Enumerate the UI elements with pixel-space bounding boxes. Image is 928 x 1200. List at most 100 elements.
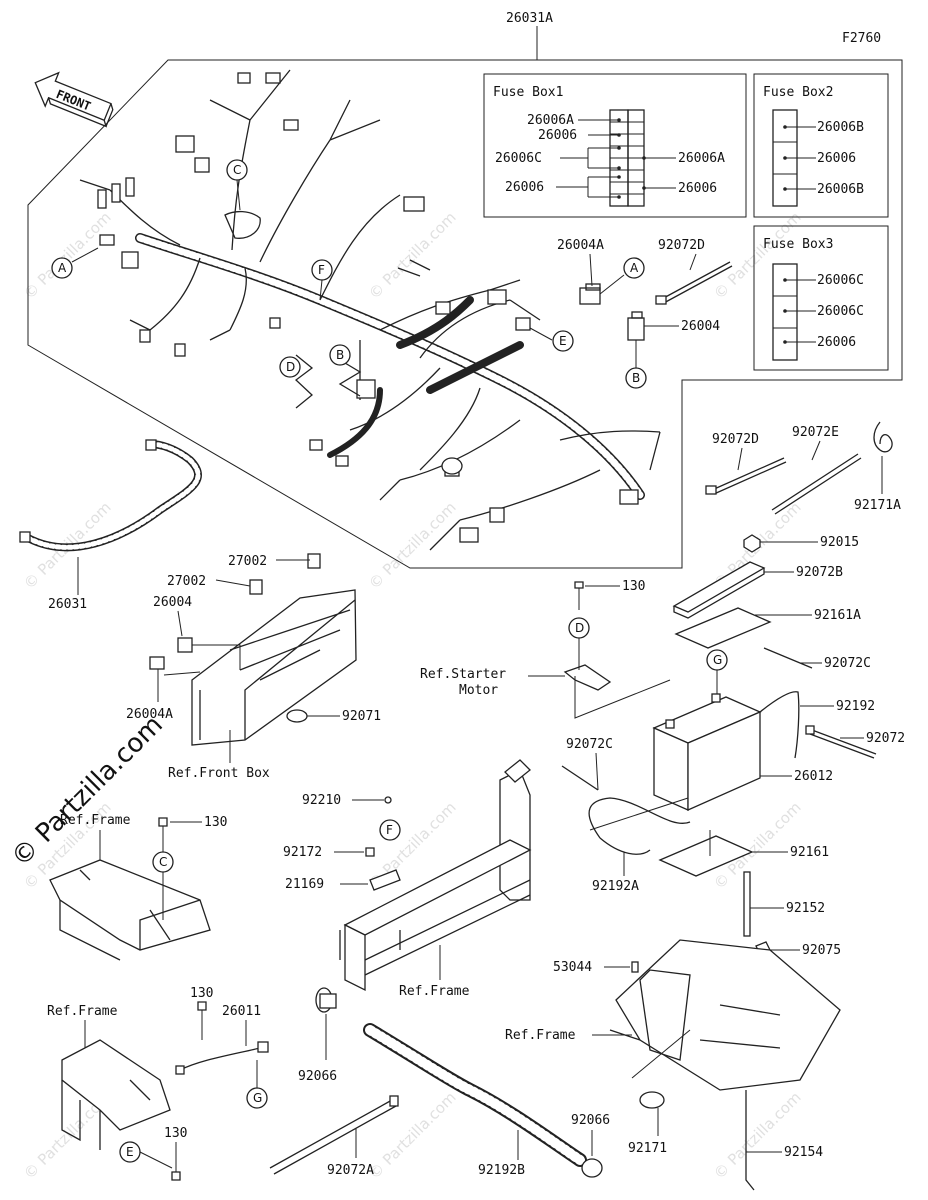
starter-ref: Ref.Starter Motor (420, 664, 671, 719)
part-label-p92161: 92161 (790, 845, 829, 860)
callout-letter: C (233, 163, 241, 177)
fuse-box-1: Fuse Box1 26006A 26006 26006C 26006 2600… (483, 73, 747, 218)
part-label-p92172: 92172 (283, 845, 322, 860)
part-label-ref-frame-4: Ref.Frame (47, 1004, 118, 1019)
tie-92072C-right: 92072C (763, 647, 871, 671)
harness-group-outline: 26031A (27, 11, 903, 569)
callout-f1: F (311, 259, 333, 301)
part-label-p26011: 26011 (222, 1004, 261, 1019)
clamp-92171A: 92171A (854, 421, 901, 513)
part-label-ref-frame-3: Ref.Frame (505, 1028, 576, 1043)
part-label-p92152: 92152 (786, 901, 825, 916)
part-label-p130-top: 130 (622, 579, 645, 594)
part-label-p27002-a: 27002 (228, 554, 267, 569)
conduit-92192B: 92192B 92066 (363, 1023, 610, 1178)
callout-letter: D (286, 360, 295, 374)
part-label-p130-b1: 130 (190, 986, 213, 1001)
fuse-label: 26006C (495, 151, 542, 166)
tie-92072D-right: 92072D (705, 432, 787, 495)
watermark: © Partzilla.com (710, 1088, 805, 1183)
fuse-label: 26006 (538, 128, 577, 143)
part-label-harness-sub: 26031 (48, 597, 87, 612)
part-label-ref-front-box: Ref.Front Box (168, 766, 270, 781)
fuse-box-3: Fuse Box3 26006C 26006C 26006 (753, 225, 889, 371)
watermark: © Partzilla.com (710, 208, 805, 303)
part-label-p92072c-l: 92072C (566, 737, 613, 752)
tie-92072: 92072 (805, 725, 905, 759)
part-label-p130-mid: 130 (204, 815, 227, 830)
part-label-p92154: 92154 (784, 1145, 823, 1160)
part-label-26031A: 26031A (506, 11, 553, 26)
watermark: © Partzilla.com (365, 498, 460, 593)
part-label-p92192: 92192 (836, 699, 875, 714)
callout-letter: C (159, 855, 167, 869)
tie-92072E: 92072E (771, 425, 862, 515)
frame-center-ref: Ref.Frame 92210 F 92172 21169 (283, 759, 532, 999)
fuse-label: 26006B (817, 120, 864, 135)
callout-letter: G (253, 1091, 262, 1105)
part-label-p53044: 53044 (553, 960, 592, 975)
callout-b1: B (329, 344, 351, 366)
fuse-box-2-title: Fuse Box2 (763, 85, 833, 100)
nut-92015: 92015 (743, 534, 859, 553)
fuse-label: 26006A (527, 113, 574, 128)
watermark-main: © Partzilla.com (6, 710, 169, 873)
relay-26004-top: 26004 B (625, 311, 720, 389)
front-arrow: FRONT (34, 71, 114, 128)
callout-letter: F (386, 823, 393, 837)
part-label-p92072a: 92072A (327, 1163, 374, 1178)
main-wiring-harness (79, 69, 661, 551)
callout-letter: F (318, 263, 325, 277)
harness-26031: 26031 (19, 439, 202, 612)
part-label-relay-a-top: 26004A (557, 238, 604, 253)
callout-letter: E (126, 1145, 134, 1159)
part-label-ref-frame-2: Ref.Frame (399, 984, 470, 999)
battery-26012: 26012 G (652, 649, 833, 812)
fuse-label: 26006 (817, 335, 856, 350)
part-label-p92072c-r: 92072C (824, 656, 871, 671)
callout-letter: D (575, 621, 584, 635)
part-label-p92171: 92171 (628, 1141, 667, 1156)
frame-bottom-left-ref: Ref.Frame 130 26011 G E 130 (47, 986, 269, 1181)
part-label-p26012: 26012 (794, 769, 833, 784)
part-label-ref-frame-1: Ref.Frame (60, 813, 131, 828)
part-label-p92066-l: 92066 (298, 1069, 337, 1084)
part-label-tie-92072e: 92072E (792, 425, 839, 440)
part-label-p92015: 92015 (820, 535, 859, 550)
part-label-ref-starter-2: Motor (459, 683, 498, 698)
callout-letter: A (630, 261, 639, 275)
callout-letter: A (58, 261, 67, 275)
front-box-assembly: 27002 27002 26004 26004A 92071 Ref.Front… (126, 553, 381, 781)
watermark: © Partzilla.com (365, 1088, 460, 1183)
watermark: © Partzilla.com (365, 208, 460, 303)
part-label-p92192a: 92192A (592, 879, 639, 894)
rod-92152: 92152 (743, 871, 825, 937)
cable-92192A: 92192A (588, 797, 691, 894)
frame-left-ref: Ref.Frame 130 C (49, 813, 227, 961)
part-label-p26004-mid: 26004 (153, 595, 192, 610)
callout-letter: E (559, 334, 567, 348)
part-label-p21169: 21169 (285, 877, 324, 892)
pad-92161A: 92161A (674, 607, 861, 649)
callout-letter: B (336, 348, 344, 362)
cable-92192: 92192 (759, 691, 875, 759)
watermark: © Partzilla.com (20, 208, 115, 303)
callout-a1: A (51, 247, 99, 279)
pad-92161: 92161 (658, 830, 829, 877)
part-label-p92161a: 92161A (814, 608, 861, 623)
callout-e1: E (529, 327, 574, 352)
fuse-label: 26006A (678, 151, 725, 166)
part-label-p92072: 92072 (866, 731, 905, 746)
tie-92072C-left: 92072C (561, 737, 613, 791)
part-label-p92075: 92075 (802, 943, 841, 958)
callout-d1: D (279, 356, 301, 378)
part-label-p130-b2: 130 (164, 1126, 187, 1141)
fuse-box-3-title: Fuse Box3 (763, 237, 833, 252)
bracket-92072B: 92072B (672, 561, 843, 619)
part-label-p26004a-mid: 26004A (126, 707, 173, 722)
fuse-box-2: Fuse Box2 26006B 26006 26006B (753, 73, 889, 218)
part-label-tie-92072d-r: 92072D (712, 432, 759, 447)
part-label-p27002-b: 27002 (167, 574, 206, 589)
